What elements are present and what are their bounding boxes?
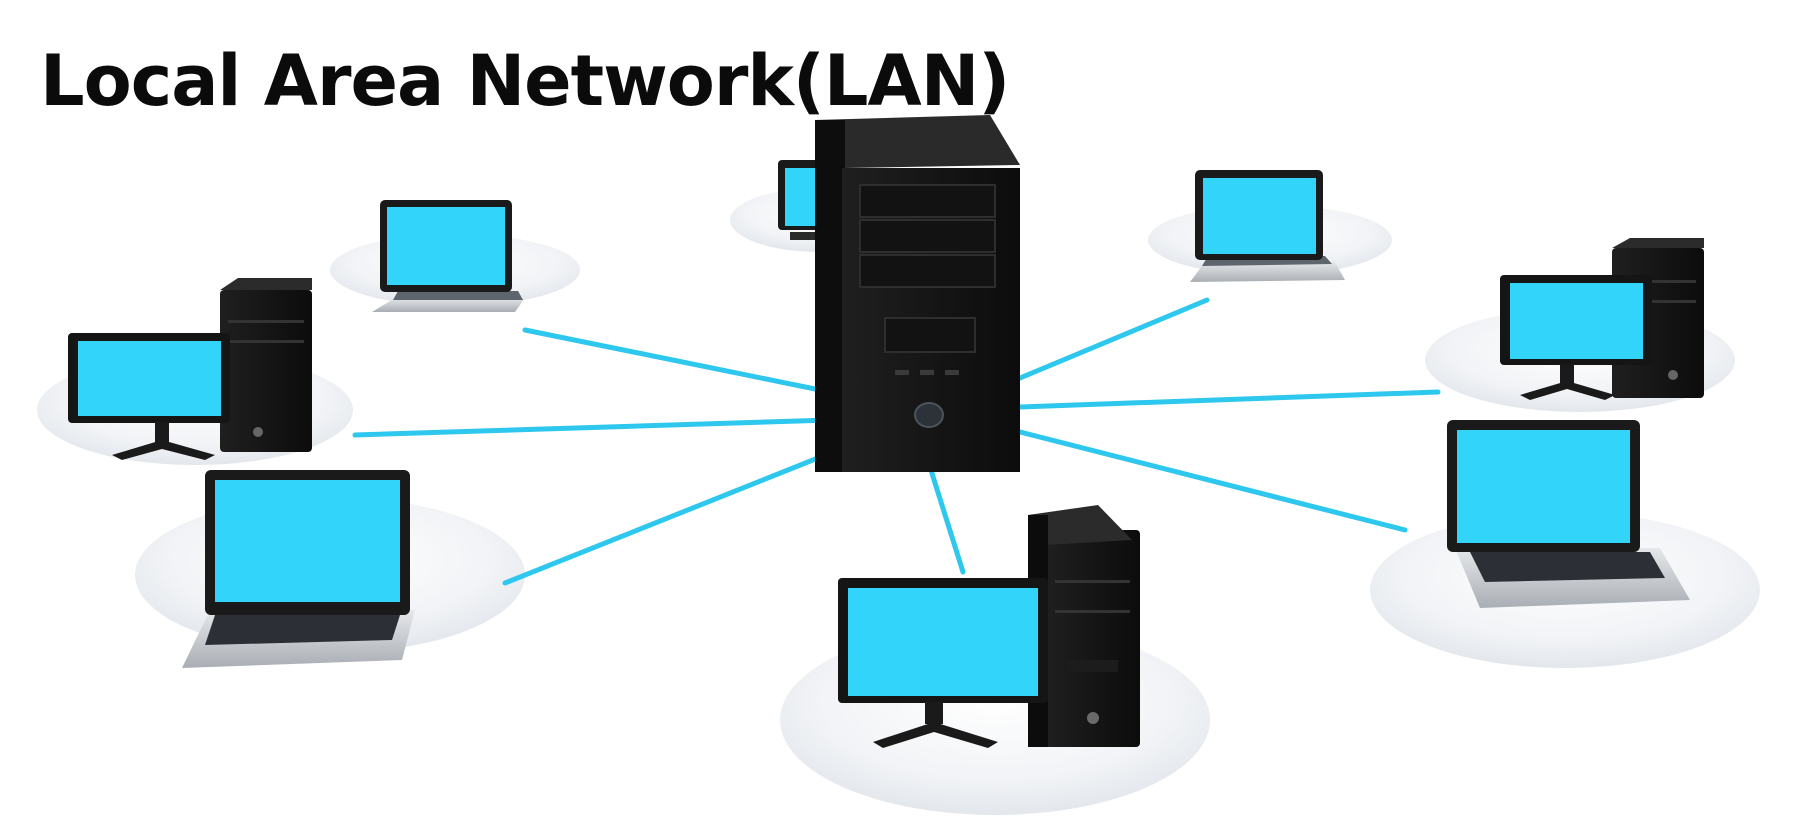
cable-upper-left — [522, 327, 833, 395]
cable-desktop-right — [1017, 389, 1441, 410]
desktop-bottom — [838, 505, 1140, 748]
laptop-upper-right — [1190, 170, 1345, 282]
central-server — [815, 115, 1020, 472]
desktop-left — [68, 278, 312, 460]
cable-upper-right — [1017, 297, 1210, 381]
cable-desktop-left — [352, 417, 833, 438]
cable-bottom — [927, 464, 966, 575]
laptop-lower-right — [1447, 420, 1690, 608]
laptop-upper-left — [372, 200, 525, 312]
cable-lower-right — [1017, 429, 1408, 533]
network-cables — [352, 297, 1441, 586]
desktop-right — [1500, 238, 1704, 400]
laptop-lower-left — [182, 470, 415, 668]
cable-lower-left — [502, 447, 841, 586]
page-title: Local Area Network(LAN) — [40, 40, 1010, 122]
